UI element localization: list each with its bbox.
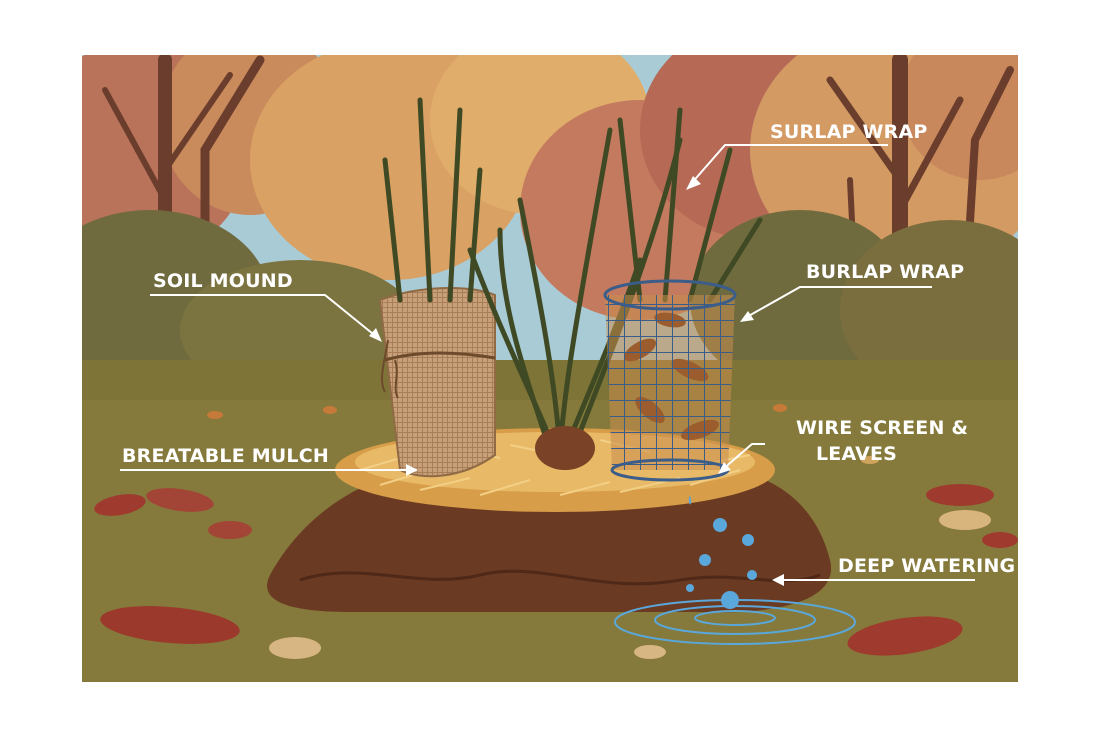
label-surlap-wrap: SURLAP WRAP <box>770 121 928 143</box>
label-soil-mound: SOIL MOUND <box>153 270 293 292</box>
leader-lines <box>120 144 975 586</box>
wire-cage-with-leaves <box>603 279 737 482</box>
rose-crown <box>535 426 595 470</box>
burlap-wrapped-rose <box>378 287 496 478</box>
water-ripples <box>614 599 856 645</box>
label-burlap-wrap: BURLAP WRAP <box>806 261 964 283</box>
label-wire-screen-line1: WIRE SCREEN & <box>796 417 968 439</box>
label-deep-watering: DEEP WATERING <box>838 555 1015 577</box>
label-breatable-mulch: BREATABLE MULCH <box>122 445 329 467</box>
fallen-leaves <box>94 404 1018 659</box>
label-wire-screen-line2: LEAVES <box>816 443 897 465</box>
